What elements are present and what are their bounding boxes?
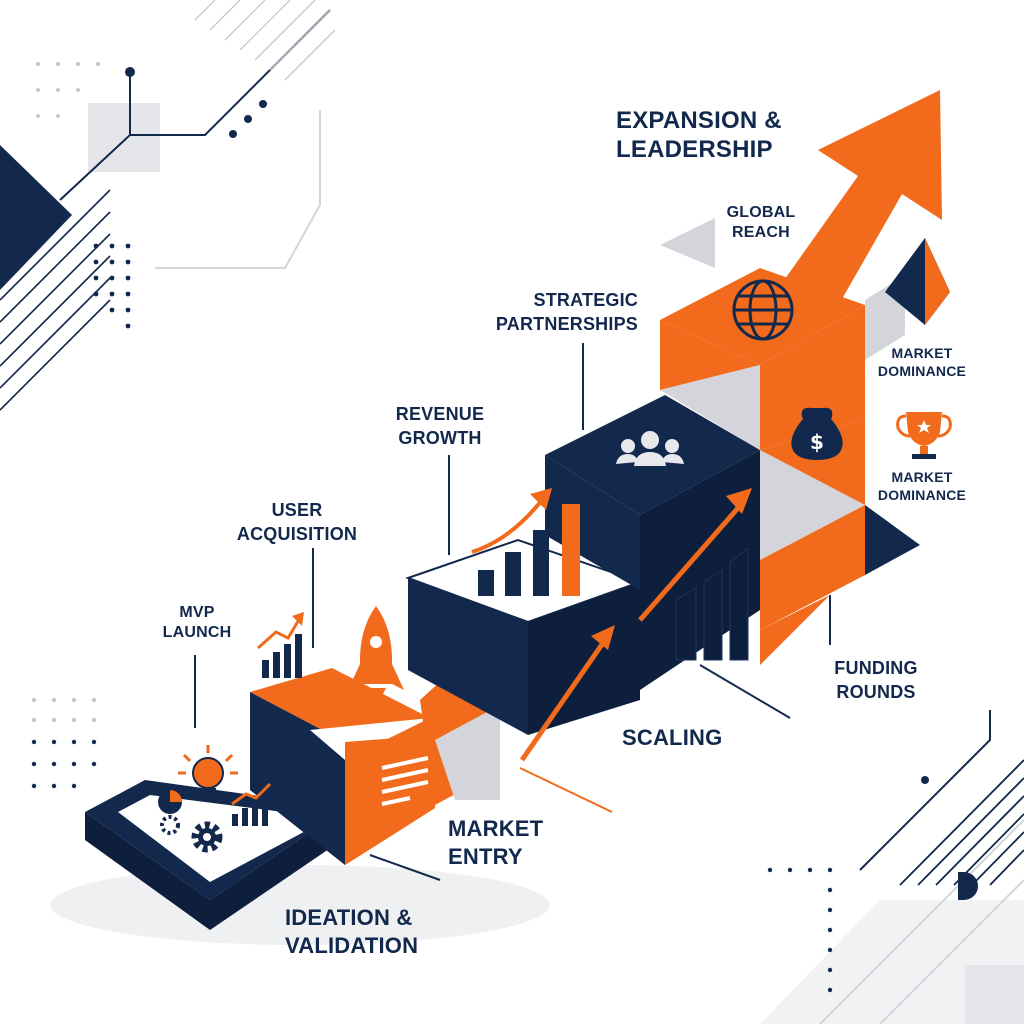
growth-arrow-icon	[770, 90, 942, 320]
pie-chart-icon	[158, 790, 182, 814]
document-icon	[381, 756, 429, 806]
globe-icon	[732, 279, 794, 341]
gear-icon	[160, 815, 223, 853]
leader-lines	[194, 343, 831, 881]
growth-chart-icon	[231, 782, 272, 826]
trophy-icon	[896, 412, 952, 459]
label-mvp-launch: MVP LAUNCH	[162, 604, 232, 641]
label-expansion-leadership: EXPANSION & LEADERSHIP	[616, 107, 782, 163]
label-market-dominance-2: MARKET DOMINANCE	[877, 469, 967, 503]
label-ideation-validation: IDEATION & VALIDATION	[285, 905, 419, 958]
label-market-entry: MARKET ENTRY	[448, 816, 544, 869]
label-strategic-partnerships: STRATEGIC PARTNERSHIPS	[495, 290, 638, 334]
users-icon	[616, 431, 684, 466]
label-funding-rounds: FUNDING ROUNDS	[834, 658, 918, 702]
scaling-leader-line	[519, 767, 613, 813]
label-scaling: SCALING	[622, 725, 723, 750]
label-market-dominance-1: MARKET DOMINANCE	[877, 345, 967, 379]
label-revenue-growth: REVENUE GROWTH	[395, 404, 485, 448]
trend-chart-icon	[257, 612, 304, 678]
scaling-arrow	[519, 488, 752, 762]
bar-chart-icon	[471, 488, 580, 596]
rocket-icon	[348, 606, 404, 708]
lightbulb-icon	[178, 745, 238, 798]
svg-text:$: $	[810, 430, 824, 454]
label-user-acquisition: USER ACQUISITION	[236, 500, 358, 544]
label-global-reach: GLOBAL REACH	[726, 204, 796, 241]
money-bag-icon: $	[791, 407, 843, 460]
